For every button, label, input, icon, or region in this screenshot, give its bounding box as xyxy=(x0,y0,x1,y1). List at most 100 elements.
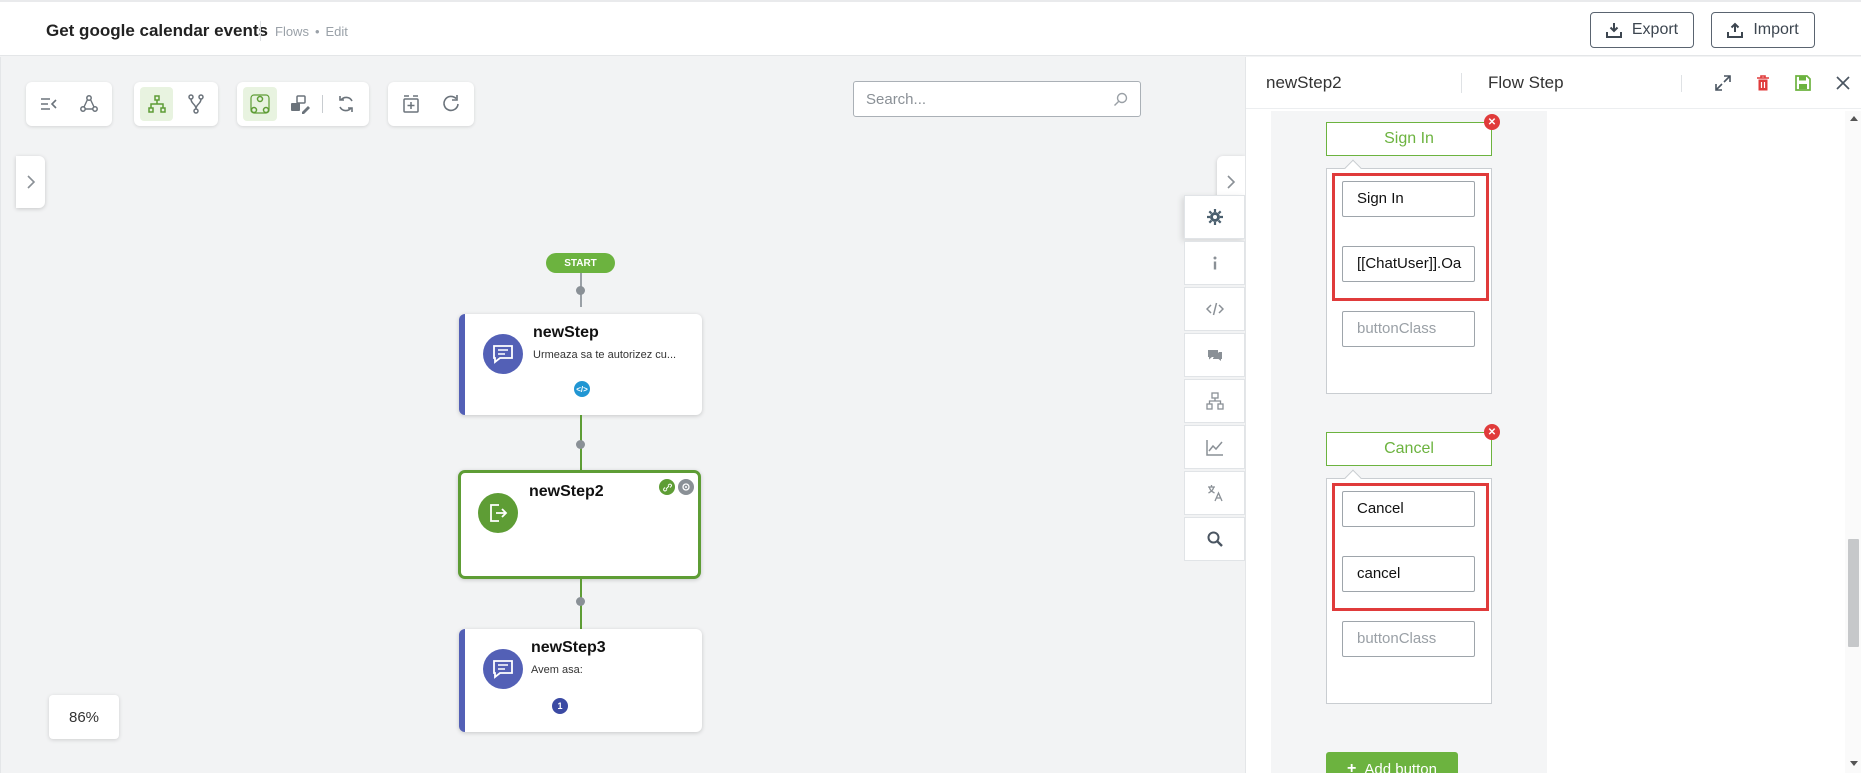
reset-button[interactable] xyxy=(434,87,468,121)
panel-header: newStep2 Flow Step xyxy=(1246,57,1861,109)
add-button-button[interactable]: + Add button xyxy=(1326,752,1458,773)
tab-search[interactable] xyxy=(1184,517,1245,561)
scroll-up-icon[interactable] xyxy=(1850,115,1858,121)
toolbar-group-layout xyxy=(134,82,218,126)
tab-structure[interactable] xyxy=(1184,379,1245,423)
node-title: newStep xyxy=(533,324,599,341)
panel-body: Sign In ✕ Sign In [[ChatUser]].Oa button… xyxy=(1246,111,1861,773)
breadcrumb-separator: • xyxy=(314,23,320,39)
toolbar-group-add xyxy=(388,82,474,126)
tree-layout-button[interactable] xyxy=(140,87,173,121)
tab-analytics[interactable] xyxy=(1184,425,1245,469)
settings-badge-icon[interactable] xyxy=(678,479,694,495)
breadcrumb: Flows • Edit xyxy=(260,21,348,41)
gear-icon xyxy=(1206,209,1223,225)
scrollbar-thumb[interactable] xyxy=(1848,539,1859,647)
message-icon xyxy=(483,334,523,374)
chevron-right-icon xyxy=(26,175,35,189)
tab-translate[interactable] xyxy=(1184,471,1245,515)
refresh-button[interactable] xyxy=(329,87,363,121)
scroll-down-icon[interactable] xyxy=(1850,761,1858,767)
branch-layout-button[interactable] xyxy=(179,87,212,121)
flow-node-newstep[interactable]: newStep Urmeaza sa te autorizez cu... </… xyxy=(459,314,702,415)
plus-icon: + xyxy=(1347,760,1357,773)
search-placeholder: Search... xyxy=(866,90,927,108)
remove-button-icon[interactable]: ✕ xyxy=(1484,114,1500,130)
import-label: Import xyxy=(1753,21,1799,38)
add-step-button[interactable] xyxy=(394,87,428,121)
connector-dot xyxy=(576,440,585,449)
auto-arrange-button[interactable] xyxy=(243,87,277,121)
arrange-icon xyxy=(250,94,270,114)
search-icon xyxy=(1114,92,1128,106)
button-text-input[interactable]: Cancel xyxy=(1342,491,1475,527)
expand-icon[interactable] xyxy=(1714,74,1732,92)
button-class-input[interactable]: buttonClass xyxy=(1342,311,1475,347)
connector-line xyxy=(580,415,582,485)
trash-icon[interactable] xyxy=(1754,74,1772,92)
network-icon xyxy=(80,95,98,112)
canvas-search-input[interactable]: Search... xyxy=(853,81,1141,117)
page-title: Get google calendar events xyxy=(46,21,269,40)
export-button[interactable]: Export xyxy=(1590,12,1694,48)
message-icon xyxy=(483,649,523,689)
search-icon xyxy=(1207,531,1223,547)
expand-left-panel-button[interactable] xyxy=(16,156,45,208)
zoom-level[interactable]: 86% xyxy=(49,695,119,739)
exit-icon xyxy=(478,493,518,533)
top-bar: Get google calendar events Flows • Edit … xyxy=(0,0,1861,56)
link-badge-icon[interactable] xyxy=(659,479,675,495)
branch-icon xyxy=(187,94,204,114)
tree-icon xyxy=(147,95,166,113)
connector-line xyxy=(580,579,582,637)
buttons-editor: Sign In ✕ Sign In [[ChatUser]].Oa button… xyxy=(1271,111,1547,773)
node-title: newStep2 xyxy=(529,483,604,500)
chevron-right-icon xyxy=(1227,175,1236,189)
edit-nodes-button[interactable] xyxy=(283,87,317,121)
code-icon xyxy=(1205,302,1224,316)
chart-line-icon xyxy=(1205,440,1223,456)
button-value-input[interactable]: [[ChatUser]].Oa xyxy=(1342,246,1475,282)
export-label: Export xyxy=(1631,21,1679,38)
side-tabs xyxy=(1184,195,1245,563)
start-node[interactable]: START xyxy=(546,253,615,273)
translate-icon xyxy=(1207,485,1223,502)
node-title: newStep3 xyxy=(531,639,606,656)
graph-view-button[interactable] xyxy=(72,87,106,121)
save-icon[interactable] xyxy=(1794,74,1812,92)
button-editor-sign-in: Sign In [[ChatUser]].Oa buttonClass xyxy=(1326,159,1492,394)
button-tab-cancel[interactable]: Cancel xyxy=(1326,432,1492,466)
connector-dot xyxy=(576,597,585,606)
node-subtitle: Avem asa: xyxy=(531,664,583,676)
toolbar-group-edit xyxy=(237,82,369,126)
import-button[interactable]: Import xyxy=(1711,12,1815,48)
tab-messages[interactable] xyxy=(1184,333,1245,377)
collapse-menu-button[interactable] xyxy=(32,87,66,121)
flow-node-newstep3[interactable]: newStep3 Avem asa: 1 xyxy=(459,629,702,732)
download-icon xyxy=(1605,23,1622,38)
upload-icon xyxy=(1727,22,1744,38)
close-icon[interactable] xyxy=(1834,74,1852,92)
button-tab-sign-in[interactable]: Sign In xyxy=(1326,122,1492,156)
step-type: Flow Step xyxy=(1461,73,1564,93)
button-text-input[interactable]: Sign In xyxy=(1342,181,1475,217)
toolbar-group-view xyxy=(26,82,112,126)
toolbar-divider xyxy=(322,95,324,113)
rotate-icon xyxy=(443,95,459,112)
step-properties-panel: newStep2 Flow Step Sign In ✕ Sign In [[C… xyxy=(1245,57,1861,773)
button-value-input[interactable]: cancel xyxy=(1342,556,1475,592)
connector-dot xyxy=(576,286,585,295)
flow-canvas[interactable]: Search... 86% STA xyxy=(0,57,1245,773)
flow-node-newstep2[interactable]: newStep2 xyxy=(458,470,701,579)
panel-scrollbar[interactable] xyxy=(1845,111,1861,773)
chat-icon xyxy=(1207,350,1222,361)
tab-info[interactable] xyxy=(1184,241,1245,285)
step-name[interactable]: newStep2 xyxy=(1266,73,1342,92)
tab-code[interactable] xyxy=(1184,287,1245,331)
tab-settings[interactable] xyxy=(1184,195,1245,239)
remove-button-icon[interactable]: ✕ xyxy=(1484,424,1500,440)
nodes-edit-icon xyxy=(290,95,310,114)
button-class-input[interactable]: buttonClass xyxy=(1342,621,1475,657)
breadcrumb-flows[interactable]: Flows xyxy=(275,23,309,39)
node-subtitle: Urmeaza sa te autorizez cu... xyxy=(533,349,677,361)
